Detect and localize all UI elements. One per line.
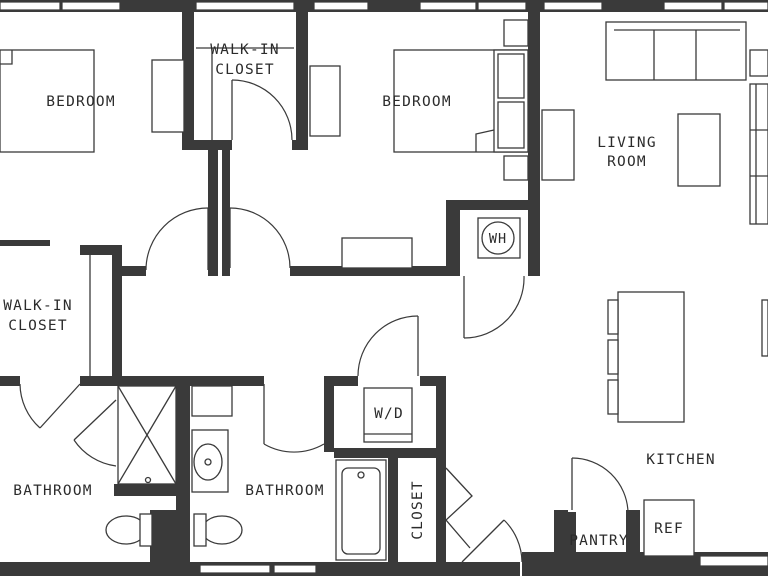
- label-walkin-top: WALK-IN: [210, 42, 280, 58]
- label-water-heater: WH: [489, 231, 507, 247]
- label-bathroom-left: BATHROOM: [13, 483, 92, 499]
- label-living: LIVING: [597, 135, 657, 151]
- label-closet: CLOSET: [410, 480, 426, 540]
- label-walkin-left: WALK-IN: [3, 298, 73, 314]
- doors: [19, 79, 629, 563]
- label-pantry: PANTRY: [569, 533, 629, 549]
- label-bedroom-left: BEDROOM: [46, 94, 116, 110]
- label-living-2: ROOM: [607, 154, 647, 170]
- label-walkin-top-2: CLOSET: [215, 62, 275, 78]
- furniture: [0, 19, 768, 561]
- label-kitchen: KITCHEN: [646, 452, 716, 468]
- label-refrigerator: REF: [654, 521, 684, 537]
- label-walkin-left-2: CLOSET: [8, 318, 68, 334]
- room-labels: BEDROOM WALK-IN CLOSET BEDROOM LIVING RO…: [3, 42, 716, 549]
- label-bathroom-right: BATHROOM: [245, 483, 324, 499]
- label-washer-dryer: W/D: [374, 406, 404, 422]
- label-bedroom-right: BEDROOM: [382, 94, 452, 110]
